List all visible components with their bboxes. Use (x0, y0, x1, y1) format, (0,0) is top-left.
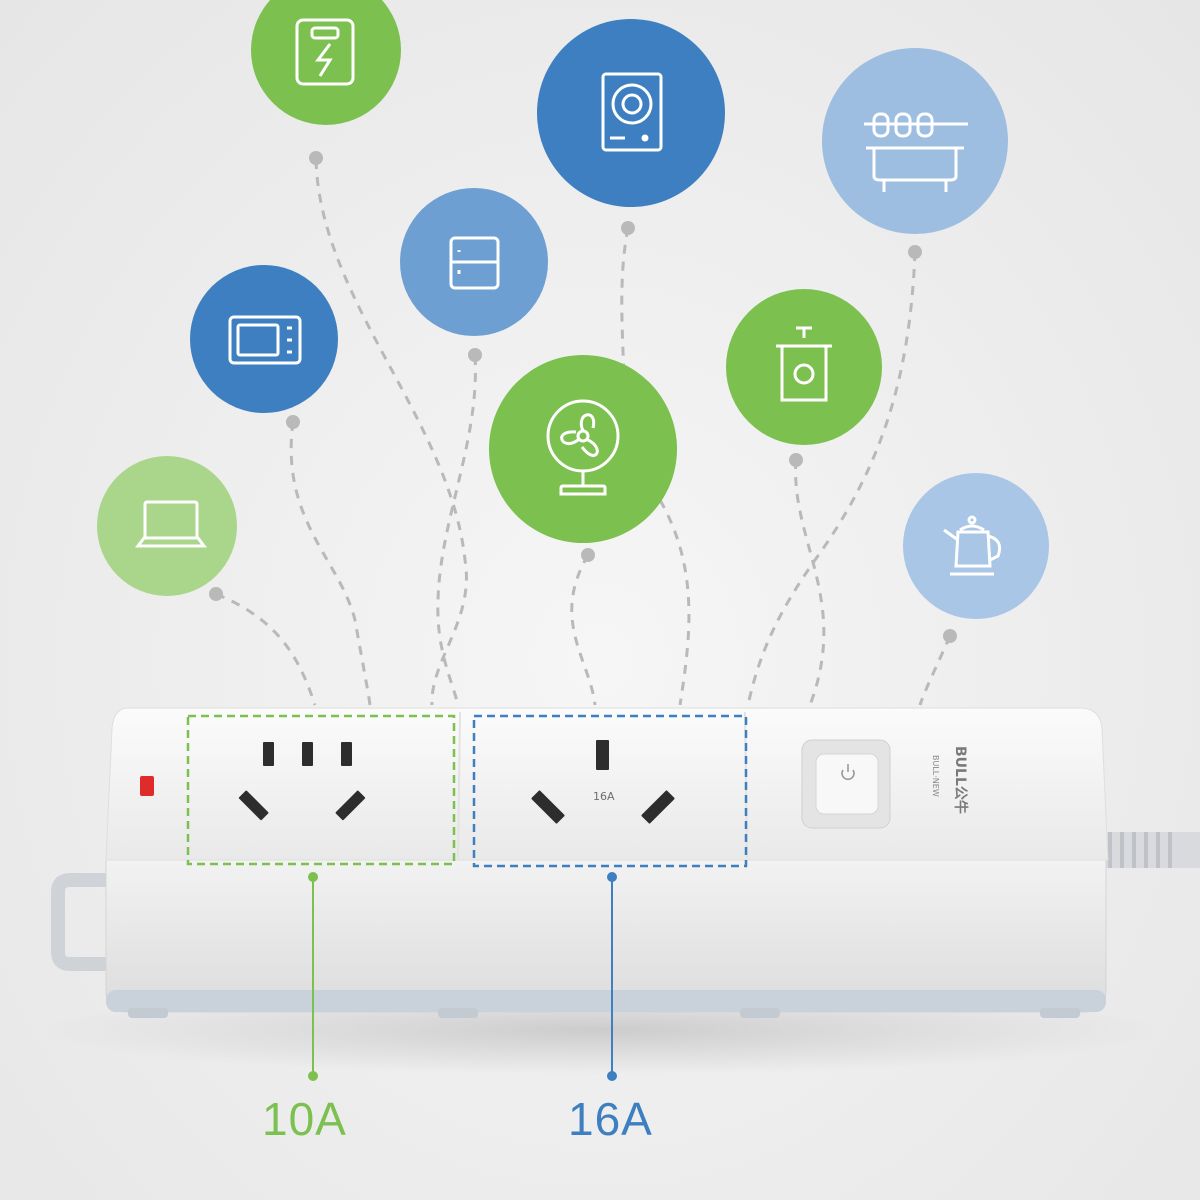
fridge-icon (449, 236, 500, 290)
connector-dots (209, 151, 957, 643)
brand-model: BULL·NEW (931, 755, 940, 797)
socket-16a: 16A (472, 714, 748, 868)
grill-icon (864, 112, 968, 192)
line-microwave (289, 421, 372, 706)
laptop-icon (135, 500, 207, 548)
power-indicator-light (140, 776, 154, 796)
line-grill (746, 251, 917, 706)
appliance-bubble-laptop (97, 456, 237, 596)
appliance-bubble-microwave (190, 265, 338, 413)
line-fan-right (658, 499, 691, 706)
appliance-bubble-fridge (400, 188, 548, 336)
appliance-bubble-battery (251, 0, 401, 125)
power-cord (1100, 832, 1200, 868)
battery-charge-icon (295, 18, 355, 86)
svg-text:BULL·NEW: BULL·NEW (931, 755, 940, 797)
power-symbol-icon (841, 764, 855, 781)
appliance-bubble-induction (537, 19, 725, 207)
socket-marking: 16A (593, 790, 615, 803)
power-switch[interactable] (801, 739, 891, 829)
microwave-icon (228, 315, 302, 365)
appliance-bubble-rice-cooker (726, 289, 882, 445)
line-fan (570, 554, 597, 706)
appliance-bubble-grill (822, 48, 1008, 234)
appliance-bubble-kettle (903, 473, 1049, 619)
kettle-icon (943, 515, 1002, 576)
svg-text:BULL公牛: BULL公牛 (952, 746, 969, 814)
rating-pointer-10a (308, 872, 318, 1081)
fan-icon (546, 399, 620, 496)
line-rice-cooker (794, 459, 826, 706)
line-battery (314, 159, 468, 706)
rating-label-10a: 10A (262, 1093, 347, 1145)
rating-label-16a: 16A (568, 1093, 653, 1145)
hanging-hook (51, 873, 106, 971)
rice-cooker-icon (776, 326, 832, 402)
power-strip: 16A BULL公牛 BULL·NEW (105, 707, 1109, 1018)
rating-pointer-16a (607, 872, 617, 1081)
appliance-bubble-fan (489, 355, 677, 543)
line-laptop (215, 592, 317, 706)
line-kettle (918, 635, 952, 706)
brand-logo: BULL公牛 (952, 746, 969, 814)
line-fridge (436, 355, 477, 706)
induction-cooker-icon (601, 72, 663, 152)
socket-10a (186, 714, 456, 866)
